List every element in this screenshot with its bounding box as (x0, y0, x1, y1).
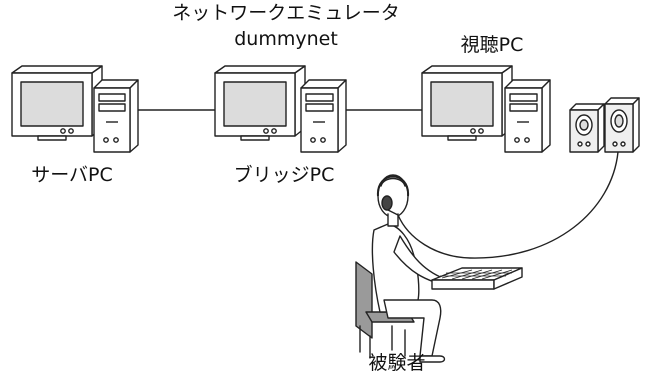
emulator-title-label: ネットワークエミュレータ (172, 2, 400, 24)
headphone-cable (397, 151, 619, 259)
speakers-icon (569, 97, 640, 153)
bridge-pc-icon (214, 65, 347, 153)
subject-person-icon (355, 174, 453, 363)
bridge-pc-label: ブリッジPC (233, 164, 335, 186)
headphones-icon (376, 175, 410, 216)
viewing-pc-icon (421, 65, 551, 153)
viewing-pc-label: 視聴PC (460, 34, 524, 56)
keyboard-icon (431, 267, 523, 290)
server-pc-label: サーバPC (31, 164, 113, 186)
server-pc-icon (11, 65, 139, 153)
subject-label: 被験者 (368, 352, 426, 374)
emulator-name-label: dummynet (234, 28, 338, 50)
chair-icon (355, 261, 373, 339)
